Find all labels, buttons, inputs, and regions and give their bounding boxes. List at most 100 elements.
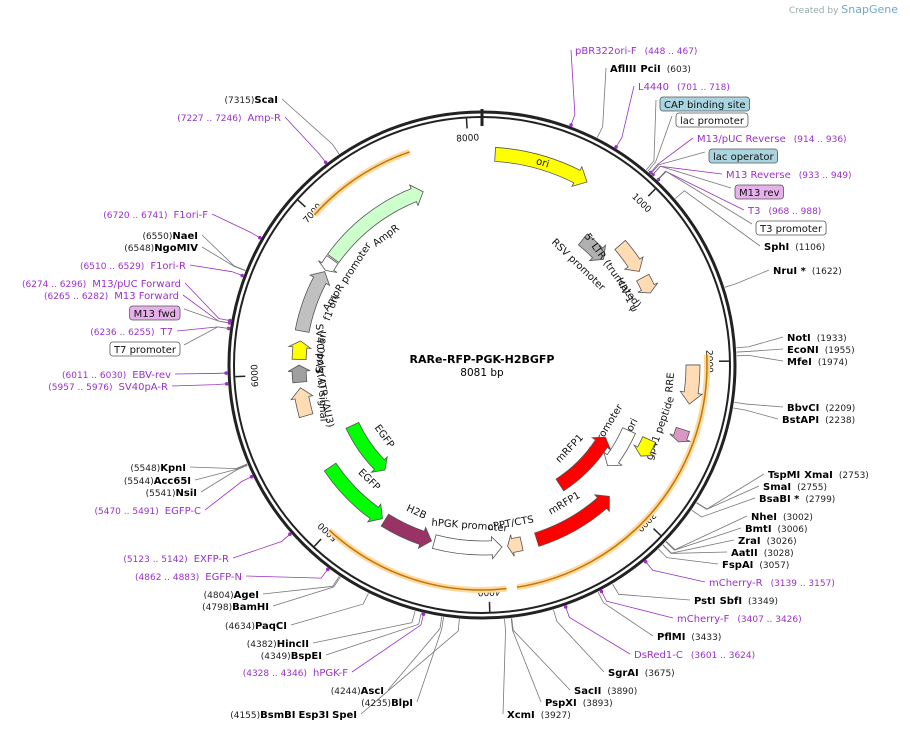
leader-line xyxy=(510,618,542,703)
enzyme-site: NotI(1933) xyxy=(787,333,847,344)
feature-cppt xyxy=(507,534,524,557)
leader-line xyxy=(502,618,506,715)
enzyme-site: XcmI(3927) xyxy=(507,710,571,721)
leader-line xyxy=(360,618,460,715)
enzyme-name: BmtI xyxy=(745,524,772,535)
enzyme-position: (603) xyxy=(667,65,691,75)
primer-name: EXFP-R xyxy=(194,554,229,565)
enzyme-name: FspAI xyxy=(722,560,753,571)
enzyme-name: AflIII xyxy=(610,64,636,75)
enzyme-name: HincII xyxy=(277,639,309,650)
leader-line xyxy=(171,383,228,387)
primer-marker xyxy=(569,123,573,127)
leader-line xyxy=(325,612,422,656)
enzyme-name: NheI xyxy=(751,512,777,523)
enzyme-name: MfeI xyxy=(787,357,812,368)
enzyme-site: AatII(3028) xyxy=(731,548,794,559)
leader-line xyxy=(691,497,756,518)
leader-line xyxy=(565,605,631,655)
primer-marker xyxy=(249,474,254,479)
leader-line xyxy=(182,294,231,324)
enzyme-name: TspMI xyxy=(768,470,800,481)
feature-sv40ori2 xyxy=(287,340,313,361)
primer-name: EBV-rev xyxy=(132,370,171,381)
leader-line xyxy=(416,617,444,703)
snapgene-logo: SnapGene xyxy=(841,3,898,16)
enzyme-site: ZraI(3026) xyxy=(738,536,797,547)
enzyme-site: (7315)ScaI xyxy=(224,95,278,106)
leader-line xyxy=(696,485,760,510)
primer-marker xyxy=(323,160,328,165)
enzyme-position: (3028) xyxy=(764,549,794,559)
enzyme-site: EcoNI(1955) xyxy=(787,345,855,356)
feature-box-label: M13 rev xyxy=(739,188,780,199)
enzyme-name: BsmBI xyxy=(260,710,295,721)
enzyme-name: BspEI xyxy=(291,651,322,662)
primer-site: M13/pUC Reverse(914 .. 936) xyxy=(697,134,847,145)
primer-marker xyxy=(563,605,568,609)
feature-label-h2b: H2B xyxy=(405,503,429,522)
leader-line xyxy=(204,475,253,511)
enzyme-position: (3349) xyxy=(748,597,778,607)
feature-egfp2 xyxy=(345,421,388,473)
enzyme-site: (4244)AscI xyxy=(331,686,384,697)
enzyme-position: (1622) xyxy=(812,267,842,277)
enzyme-position: (2755) xyxy=(797,483,827,493)
leader-line xyxy=(284,116,327,164)
primer-position: (6510 .. 6529) xyxy=(80,262,144,272)
primer-site: (6011 .. 6030)EBV-rev xyxy=(62,370,171,381)
primer-name: EGFP-C xyxy=(165,506,201,517)
enzyme-site: MfeI(1974) xyxy=(787,357,848,368)
primer-name: DsRed1-C xyxy=(634,650,683,661)
primer-site: mCherry-R(3139 .. 3157) xyxy=(709,578,835,589)
feature-label-rre: RRE xyxy=(664,372,677,393)
leader-line xyxy=(650,151,706,175)
feature-label-sv40pa: SV40 poly(A) signal xyxy=(313,324,329,422)
feature-mrfp1b xyxy=(534,494,610,547)
primer-name: pBR322ori-F xyxy=(575,46,637,57)
primer-site: (6720 .. 6741)F1ori-F xyxy=(103,210,208,221)
leader-line xyxy=(184,282,231,322)
primer-marker xyxy=(224,371,228,375)
leader-line xyxy=(674,190,761,247)
leader-line xyxy=(734,401,784,408)
enzyme-site: FspAI(3057) xyxy=(722,560,789,571)
transcript-arc-line xyxy=(328,529,507,591)
leader-line xyxy=(183,326,230,346)
enzyme-name: BstAPI xyxy=(782,415,819,426)
primer-site: T3(968 .. 988) xyxy=(747,206,821,217)
enzyme-name: NgoMIV xyxy=(154,243,198,254)
primer-position: (933 .. 949) xyxy=(799,171,852,181)
enzyme-name: SbfI xyxy=(720,596,742,607)
leader-line xyxy=(645,99,657,171)
primer-position: (4862 .. 4883) xyxy=(135,573,199,583)
enzyme-site: (4634)PaqCI xyxy=(225,621,287,632)
enzyme-position: (7315) xyxy=(224,96,254,106)
enzyme-name: EcoNI xyxy=(787,345,819,356)
enzyme-position: (2753) xyxy=(839,471,869,481)
leader-line xyxy=(200,464,248,493)
primer-name: Amp-R xyxy=(248,113,282,124)
enzyme-name: PstI xyxy=(694,596,716,607)
leader-line xyxy=(312,610,416,644)
enzyme-name: SpeI xyxy=(332,710,357,721)
leader-line xyxy=(647,115,673,172)
leader-line xyxy=(351,613,425,673)
plasmid-length: 8081 bp xyxy=(460,367,504,379)
leader-line xyxy=(281,98,340,155)
enzyme-site: SacII(3890) xyxy=(574,686,637,697)
enzyme-site: (6550)NaeI xyxy=(142,231,198,242)
primer-position: (5123 .. 5142) xyxy=(123,555,187,565)
primer-position: (6274 .. 6296) xyxy=(22,280,86,290)
primer-name: T3 xyxy=(747,206,760,217)
enzyme-name: Esp3I xyxy=(299,710,330,721)
feature-box-label: T3 promoter xyxy=(759,224,823,235)
feature-label-sv40ori2: SV40 ori xyxy=(315,331,329,374)
feature-label-ori: ori xyxy=(535,156,551,170)
enzyme-position: (4244) xyxy=(331,687,361,697)
enzyme-site: (5544)Acc65I xyxy=(124,476,191,487)
enzyme-name: AgeI xyxy=(234,590,259,601)
enzyme-position: (4235) xyxy=(361,699,391,709)
